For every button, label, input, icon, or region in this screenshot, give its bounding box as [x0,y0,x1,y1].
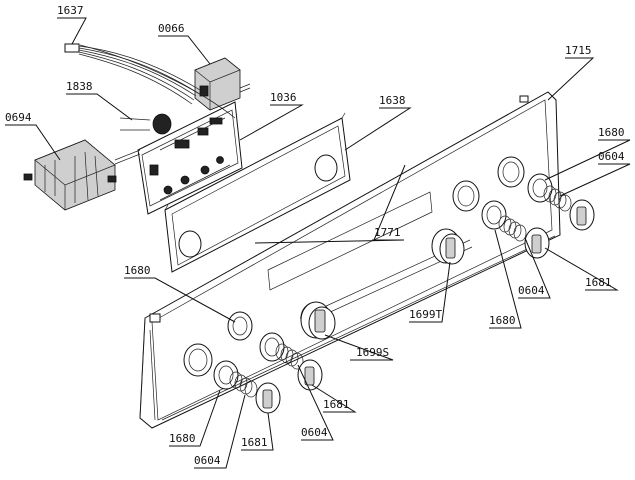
label-0604-bottom: 0604 [194,454,221,467]
label-0604-top-right: 0604 [598,150,625,163]
label-1681-bottom: 1681 [241,436,268,449]
label-1681-right: 1681 [585,276,612,289]
part-labels: 1637 0066 1715 1838 1036 1638 0694 1680 … [5,4,625,467]
label-1771: 1771 [374,226,401,239]
label-1036: 1036 [270,91,297,104]
wire-harness [64,43,236,119]
rotary-switch [23,139,141,211]
coil-part [119,113,172,135]
label-1638: 1638 [379,94,406,107]
label-1681-mid: 1681 [323,398,350,411]
label-0066: 0066 [158,22,185,35]
rings [213,173,553,390]
springs [229,185,572,398]
timer-motor [194,57,251,111]
label-1680-bottom: 1680 [169,432,196,445]
panel-frame [164,112,351,273]
knobs [255,199,595,414]
leader-lines [5,17,631,469]
label-1680-top-right: 1680 [598,126,625,139]
pcb-module [137,101,243,215]
label-1699T: 1699T [409,308,442,321]
label-0604-right: 0604 [518,284,545,297]
label-1699S: 1699S [356,346,389,359]
label-1838: 1838 [66,80,93,93]
label-1637: 1637 [57,4,84,17]
label-0694: 0694 [5,111,32,124]
label-1680-mid: 1680 [489,314,516,327]
label-0604-mid: 0604 [301,426,328,439]
label-1715: 1715 [565,44,592,57]
label-1680-left: 1680 [124,264,151,277]
